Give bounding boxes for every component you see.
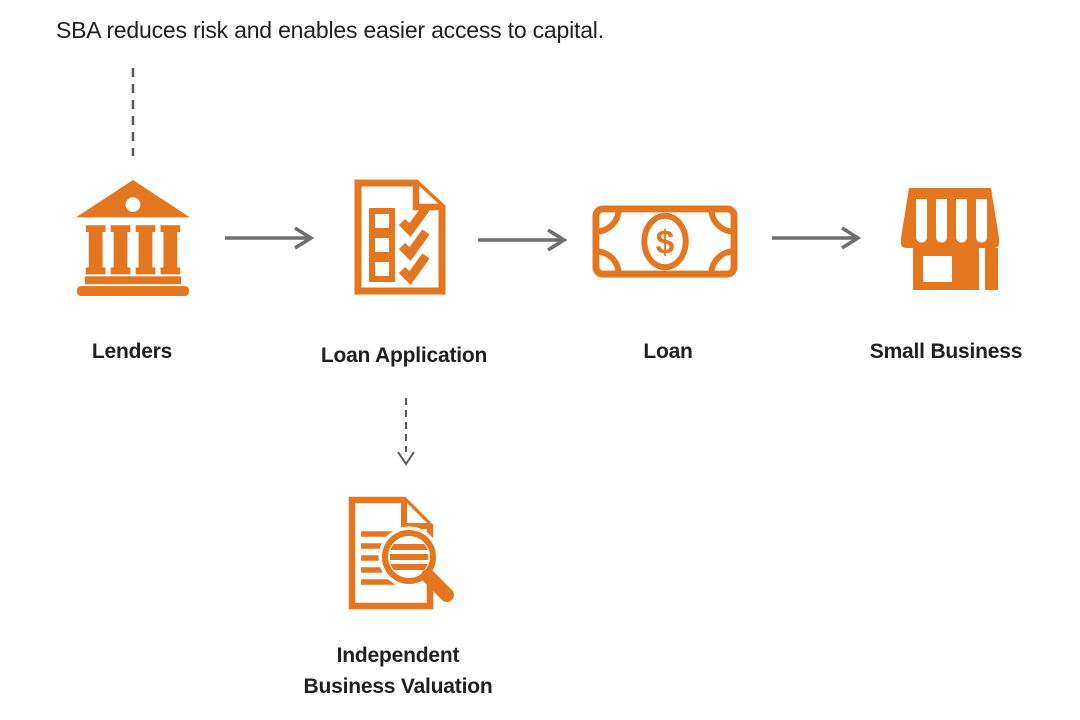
svg-text:$: $ [656,224,675,261]
document-magnifier-icon [348,496,454,610]
node-label-loan-application: Loan Application [320,344,488,367]
dollar-bill-icon: $ [592,205,738,278]
node-label-independent-business-valuation: Independent Business Valuation [248,640,548,702]
valuation-label-line1: Independent [336,644,460,667]
arrow-loan-to-small-business [772,226,862,250]
node-label-loan: Loan [643,340,693,363]
storefront-icon [901,188,999,290]
valuation-label-line2: Business Valuation [303,675,493,698]
arrow-loan-application-to-loan [478,228,568,252]
node-label-lenders: Lenders [91,340,173,363]
arrow-lenders-to-loan-application [225,226,315,250]
dashed-arrow-down [397,398,415,466]
diagram-title: SBA reduces risk and enables easier acce… [56,17,604,43]
node-label-small-business: Small Business [869,340,1023,363]
bank-icon [76,180,190,296]
checklist-document-icon [354,179,446,295]
dashed-connector-line [131,68,135,156]
